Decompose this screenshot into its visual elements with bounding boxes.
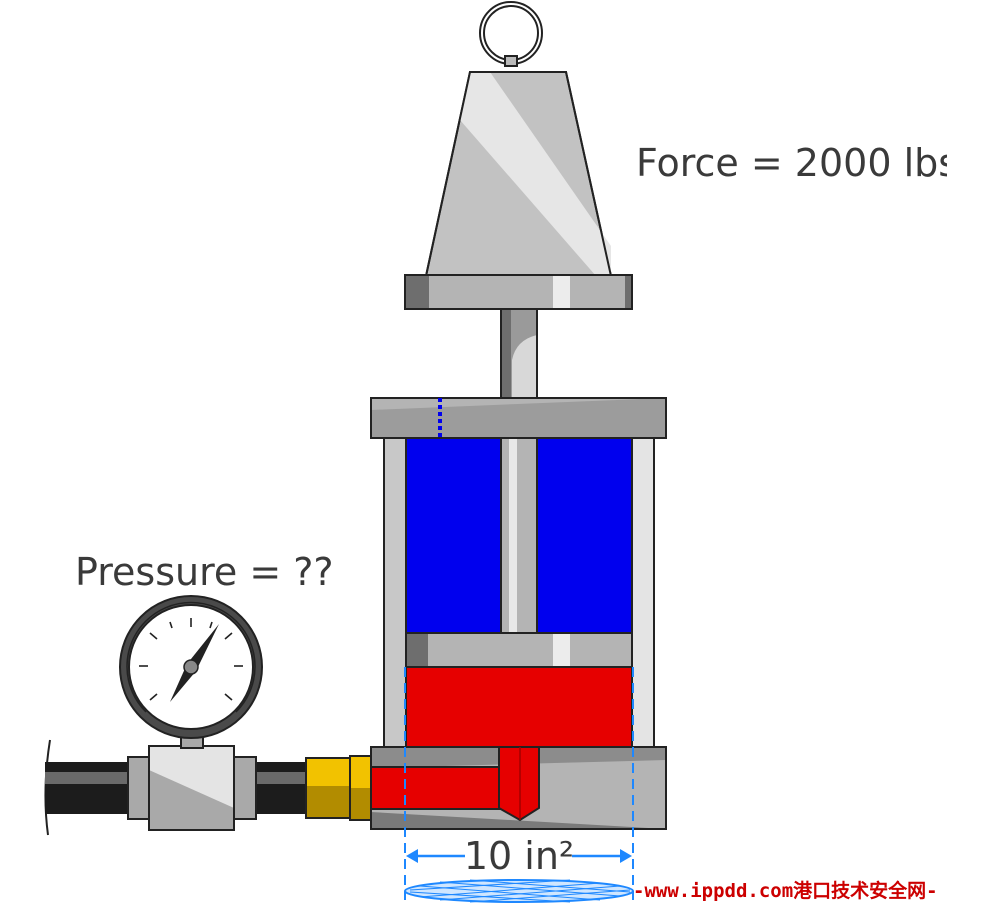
area-disc-icon: [404, 879, 634, 903]
watermark-text: -www.ippdd.com港口技术安全网-: [633, 879, 938, 902]
hose-icon: [44, 735, 372, 836]
weight-icon: [404, 1, 633, 310]
force-label: Force = 2000 lbs: [636, 141, 958, 185]
area-label: 10 in²: [464, 834, 574, 878]
pressure-label: Pressure = ??: [75, 550, 334, 594]
hydraulic-cylinder-icon: [370, 397, 667, 830]
label-clip-mask: [947, 130, 1006, 190]
piston-rod: [500, 308, 538, 400]
area-dimension: [404, 667, 634, 900]
pressure-gauge-icon: [119, 595, 263, 739]
